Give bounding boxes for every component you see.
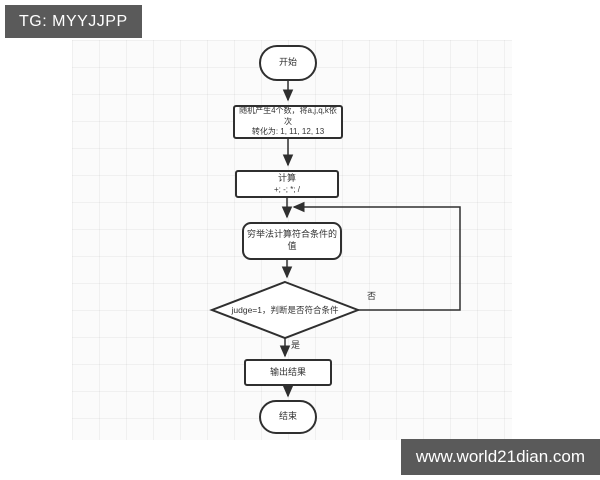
node-start-label: 开始 [278, 57, 297, 68]
website-watermark-text: www.world21dian.com [415, 447, 586, 466]
edge-label-no: 否 [367, 291, 377, 301]
node-judge: judge=1，判断是否符合条件 [212, 298, 358, 322]
node-end-label: 结束 [278, 411, 297, 422]
node-start: 开始 [259, 45, 317, 81]
telegram-watermark-badge: TG: MYYJJPP [5, 5, 142, 38]
edge-judge-no-feedback-loop [292, 201, 461, 311]
node-calculate-line2: +; -; *; / [273, 184, 300, 194]
telegram-watermark-text: TG: MYYJJPP [19, 12, 128, 30]
node-judge-label: judge=1，判断是否符合条件 [231, 305, 339, 315]
node-end: 结束 [259, 400, 317, 434]
node-generate-line1: 随机产生4个数，将a,j,q,k依次 [239, 105, 337, 126]
node-generate-numbers: 随机产生4个数，将a,j,q,k依次 转化为: 1, 11, 12, 13 [233, 105, 343, 139]
website-watermark-bar: www.world21dian.com [401, 439, 600, 475]
node-exhaustive-method: 穷举法计算符合条件的值 [242, 222, 342, 260]
edge-label-yes: 是 [291, 340, 301, 350]
node-calculate: 计算 +; -; *; / [235, 170, 339, 198]
node-calculate-line1: 计算 [277, 172, 296, 183]
flowchart-connectors [209, 81, 461, 398]
flowchart-canvas: 开始 随机产生4个数，将a,j,q,k依次 转化为: 1, 11, 12, 13… [72, 40, 512, 440]
node-generate-line2: 转化为: 1, 11, 12, 13 [251, 127, 325, 137]
node-output-label: 输出结果 [269, 366, 306, 377]
node-output-result: 输出结果 [244, 359, 332, 386]
decision-diamond-shape [209, 280, 361, 340]
node-exhaustive-label: 穷举法计算符合条件的值 [246, 229, 337, 251]
